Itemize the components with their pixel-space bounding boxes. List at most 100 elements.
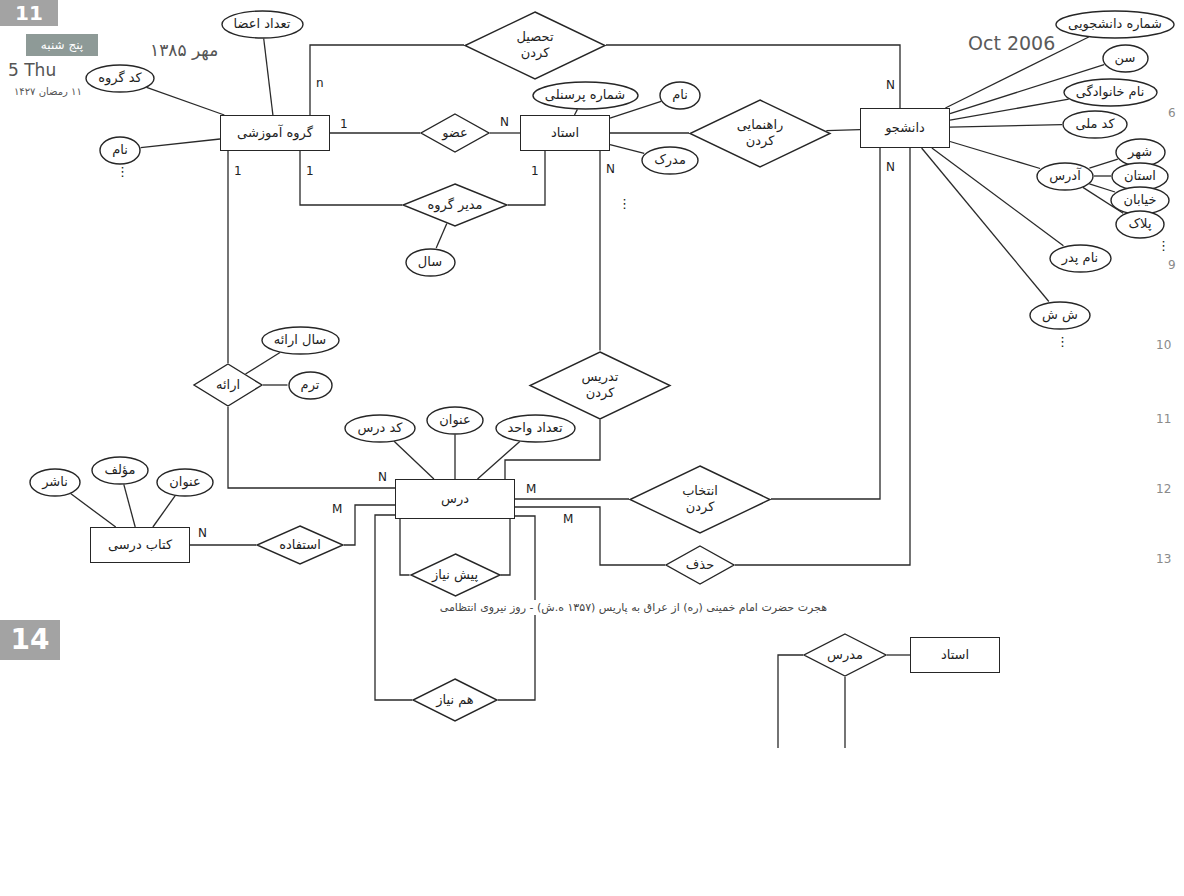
attribute-oval: کد درس — [344, 414, 416, 443]
connector — [932, 148, 1064, 246]
node-label: تعداد اعضا — [234, 16, 291, 32]
node-label: کد گروه — [98, 70, 142, 86]
node-label: تدریس کردن — [567, 369, 633, 402]
connector — [141, 139, 220, 148]
connector — [436, 224, 447, 248]
node-label: حذف — [686, 557, 714, 573]
attribute-oval: شماره پرسنلی — [532, 81, 639, 110]
connector — [950, 142, 1040, 169]
node-label: مؤلف — [104, 462, 135, 478]
entity-box: درس — [395, 479, 515, 519]
node-label: مدرک — [654, 152, 686, 168]
cardinality: M — [563, 512, 573, 526]
node-label: پلاک — [1128, 216, 1151, 232]
node-label: عنوان — [169, 474, 201, 490]
attribute-oval: مدرک — [641, 146, 699, 175]
node-label: درس — [441, 491, 469, 507]
node-label: شماره پرسنلی — [545, 87, 625, 103]
leader-line — [778, 655, 803, 748]
node-label: ش ش — [1042, 307, 1078, 323]
node-label: دانشجو — [885, 120, 925, 136]
attribute-oval: نام — [99, 136, 141, 165]
node-label: کد ملی — [1075, 116, 1114, 132]
attribute-oval: مؤلف — [91, 456, 149, 485]
connector — [771, 148, 880, 499]
connector — [147, 87, 225, 115]
relationship-diamond: راهنمایی کردن — [689, 99, 831, 168]
ellipsis-mark: ⋮ — [116, 164, 129, 180]
calendar-note: هجرت حضرت امام خمینی (ره) از عراق به پار… — [437, 600, 830, 615]
relationship-diamond: تحصیل کردن — [464, 11, 606, 80]
cardinality: 1 — [234, 164, 242, 178]
weekday-tab: پنج شنبه — [26, 34, 98, 56]
connector — [454, 435, 455, 480]
cardinality: N — [500, 115, 509, 129]
node-label: استان — [1124, 168, 1156, 184]
relationship-diamond: مدرس — [803, 633, 887, 677]
node-label: مدیر گروه — [427, 197, 482, 213]
cardinality: n — [316, 76, 324, 90]
relationship-diamond: مدیر گروه — [402, 183, 508, 227]
node-label: پیش نیاز — [432, 567, 478, 583]
connector — [263, 384, 288, 385]
connector — [190, 544, 256, 545]
month-year: مهر ۱۳۸۵ — [150, 40, 218, 60]
node-label: خیابان — [1123, 192, 1156, 208]
entity-box: استاد — [520, 115, 610, 151]
node-label: هم نیاز — [436, 692, 473, 708]
connector — [508, 151, 545, 205]
connector — [124, 484, 135, 527]
ellipsis-mark: ⋮ — [1056, 334, 1069, 350]
connector — [1089, 184, 1115, 192]
attribute-oval: شماره دانشجویی — [1055, 10, 1175, 39]
node-label: شهر — [1128, 144, 1152, 160]
attribute-oval: عنوان — [426, 406, 484, 435]
hour-number: 10 — [1156, 338, 1171, 352]
entity-box: کتاب درسی — [90, 527, 190, 563]
connector — [1089, 159, 1117, 168]
connector — [515, 507, 665, 565]
connector — [505, 420, 600, 480]
attribute-oval: ناشر — [29, 468, 81, 497]
connector — [344, 505, 395, 545]
node-label: عضو — [442, 125, 468, 141]
attribute-oval: نام خانوادگی — [1063, 78, 1158, 107]
node-label: استفاده — [279, 537, 321, 553]
attribute-oval: تعداد واحد — [495, 414, 576, 443]
attribute-oval: سال ارائه — [261, 326, 340, 355]
relationship-diamond: استفاده — [256, 525, 344, 565]
attribute-oval: سال — [405, 248, 456, 277]
node-label: استاد — [551, 125, 579, 141]
attribute-oval: عنوان — [156, 468, 214, 497]
connector — [400, 519, 410, 575]
node-label: سال — [418, 254, 442, 270]
cardinality: N — [886, 160, 895, 174]
node-label: نام — [672, 87, 688, 103]
relationship-diamond: پیش نیاز — [410, 553, 501, 597]
cardinality: 1 — [531, 164, 539, 178]
hour-number: 6 — [1168, 106, 1176, 120]
node-label: آدرس — [1049, 168, 1081, 184]
connector — [950, 125, 1062, 127]
attribute-oval: نام — [659, 81, 701, 110]
date-header: Oct 2006 — [968, 32, 1055, 55]
cardinality: M — [332, 502, 342, 516]
node-label: استاد — [941, 647, 969, 663]
cardinality: 1 — [306, 164, 314, 178]
relationship-diamond: تدریس کردن — [529, 351, 671, 420]
attribute-oval: ترم — [288, 371, 333, 400]
hour-number: 11 — [1156, 412, 1171, 426]
hour-number: 12 — [1156, 482, 1171, 496]
attribute-oval: تعداد اعضا — [221, 10, 304, 39]
node-label: ترم — [301, 377, 320, 393]
attribute-oval: ش ش — [1029, 301, 1091, 330]
connector — [490, 132, 520, 133]
connector — [227, 151, 228, 363]
connector — [515, 498, 629, 499]
connector — [1094, 175, 1111, 176]
entity-box: استاد — [910, 637, 1000, 673]
node-label: انتخاب کردن — [667, 483, 733, 516]
connector — [330, 132, 420, 133]
ellipsis-mark: ⋮ — [1157, 238, 1170, 254]
